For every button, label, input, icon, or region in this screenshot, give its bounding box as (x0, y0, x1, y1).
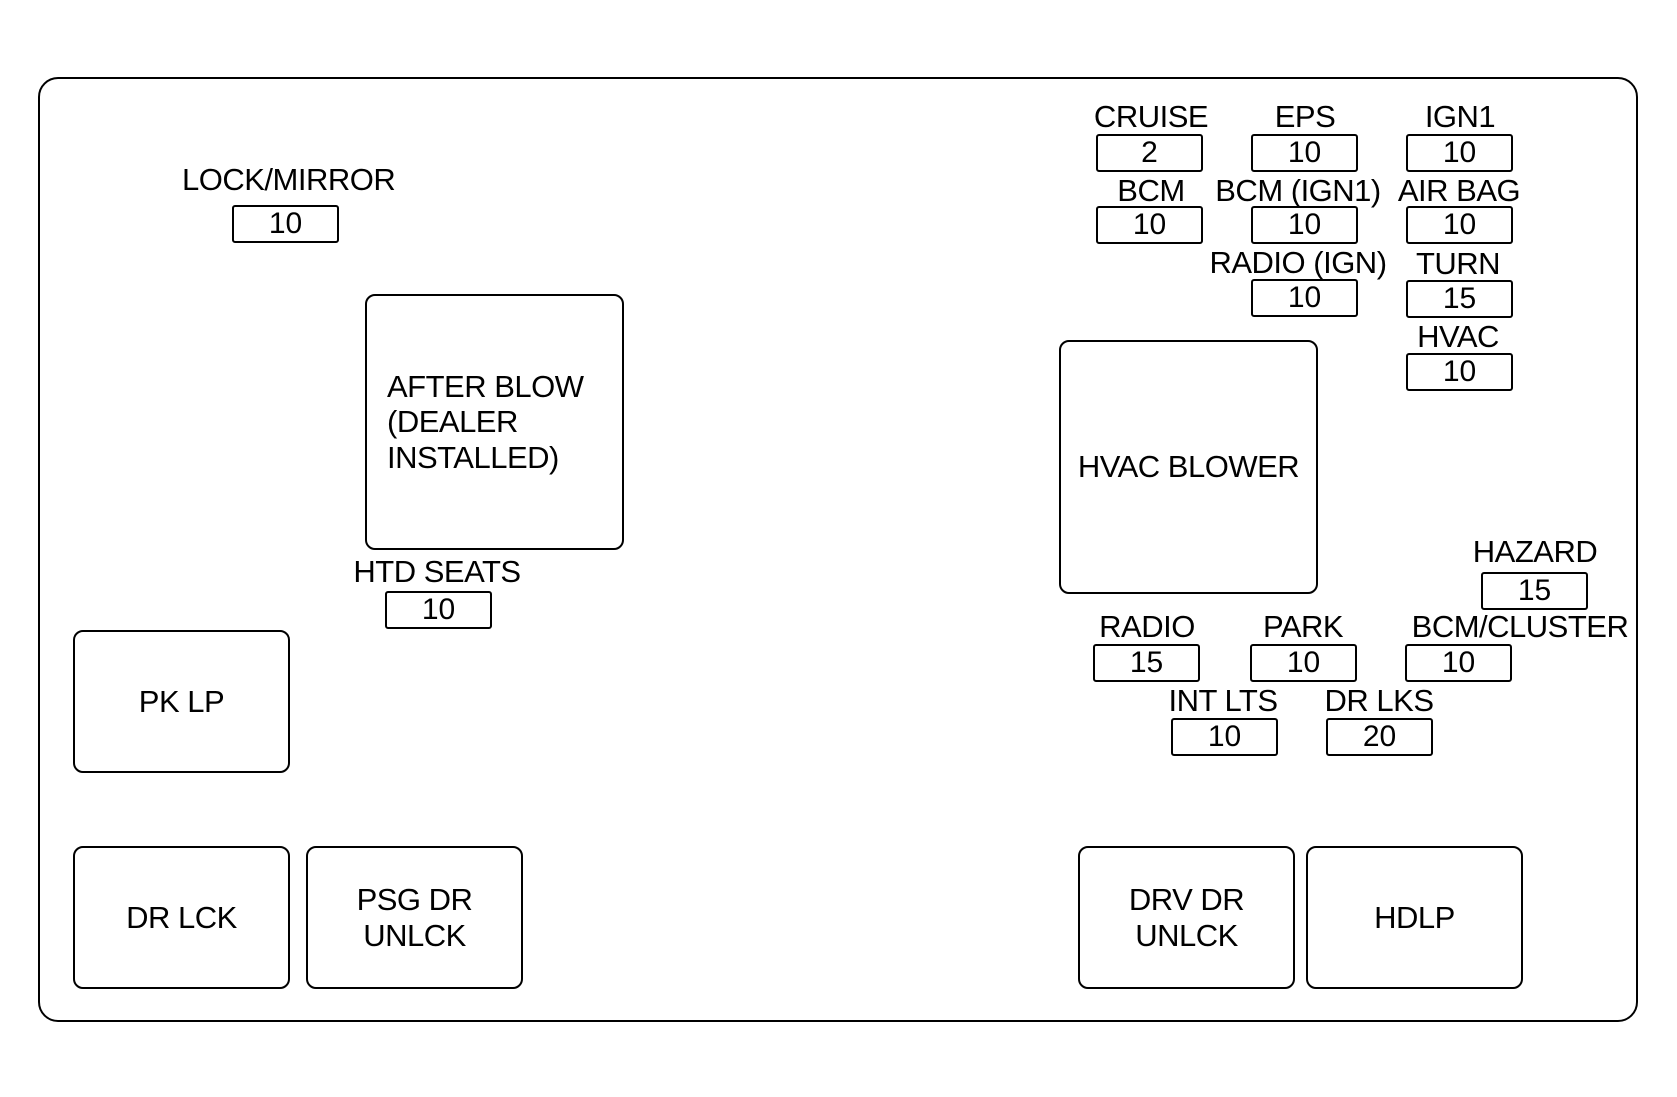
fuse-radio: 15 (1093, 644, 1200, 682)
fuse-turn: 15 (1406, 280, 1513, 318)
relay-hvac-blower: HVAC BLOWER (1059, 340, 1318, 594)
fuse-label-hazard: HAZARD (1472, 534, 1598, 569)
fuse-label-radio: RADIO (1099, 609, 1195, 644)
relay-hdlp: HDLP (1306, 846, 1523, 989)
fuse-label-hvac: HVAC (1417, 319, 1499, 354)
relay-pk-lp: PK LP (73, 630, 290, 773)
fuse-lock-mirror: 10 (232, 205, 339, 243)
relay-psg-dr-unlck: PSG DR UNLCK (306, 846, 523, 989)
fuse-label-cruise: CRUISE (1093, 99, 1209, 134)
relay-after-blow: AFTER BLOW (DEALER INSTALLED) (365, 294, 624, 550)
fuse-panel-outline (38, 77, 1638, 1022)
fuse-label-ign1: IGN1 (1424, 99, 1496, 134)
fuse-label-park: PARK (1262, 609, 1344, 644)
fuse-bcm-ign1: 10 (1251, 206, 1358, 244)
fuse-label-dr-lks: DR LKS (1324, 683, 1434, 718)
fuse-label-htd-seats: HTD SEATS (353, 554, 521, 589)
fuse-hvac: 10 (1406, 353, 1513, 391)
fuse-hazard: 15 (1481, 572, 1588, 610)
fuse-int-lts: 10 (1171, 718, 1278, 756)
fuse-label-bcm-cluster: BCM/CLUSTER (1411, 609, 1629, 644)
fuse-label-bcm-ign1: BCM (IGN1) (1215, 173, 1381, 208)
relay-dr-lck: DR LCK (73, 846, 290, 989)
fuse-air-bag: 10 (1406, 206, 1513, 244)
fuse-radio-ign: 10 (1251, 279, 1358, 317)
fuse-cruise: 2 (1096, 134, 1203, 172)
fuse-bcm-cluster: 10 (1405, 644, 1512, 682)
fuse-label-radio-ign: RADIO (IGN) (1209, 245, 1387, 280)
fuse-label-lock-mirror: LOCK/MIRROR (182, 162, 396, 197)
fuse-eps: 10 (1251, 134, 1358, 172)
fuse-label-eps: EPS (1274, 99, 1336, 134)
fuse-dr-lks: 20 (1326, 718, 1433, 756)
fuse-label-turn: TURN (1415, 246, 1501, 281)
fuse-label-air-bag: AIR BAG (1397, 173, 1521, 208)
fuse-park: 10 (1250, 644, 1357, 682)
fuse-label-bcm: BCM (1117, 173, 1185, 208)
fuse-ign1: 10 (1406, 134, 1513, 172)
fuse-htd-seats: 10 (385, 591, 492, 629)
fuse-bcm: 10 (1096, 206, 1203, 244)
relay-drv-dr-unlck: DRV DR UNLCK (1078, 846, 1295, 989)
fuse-label-int-lts: INT LTS (1168, 683, 1278, 718)
